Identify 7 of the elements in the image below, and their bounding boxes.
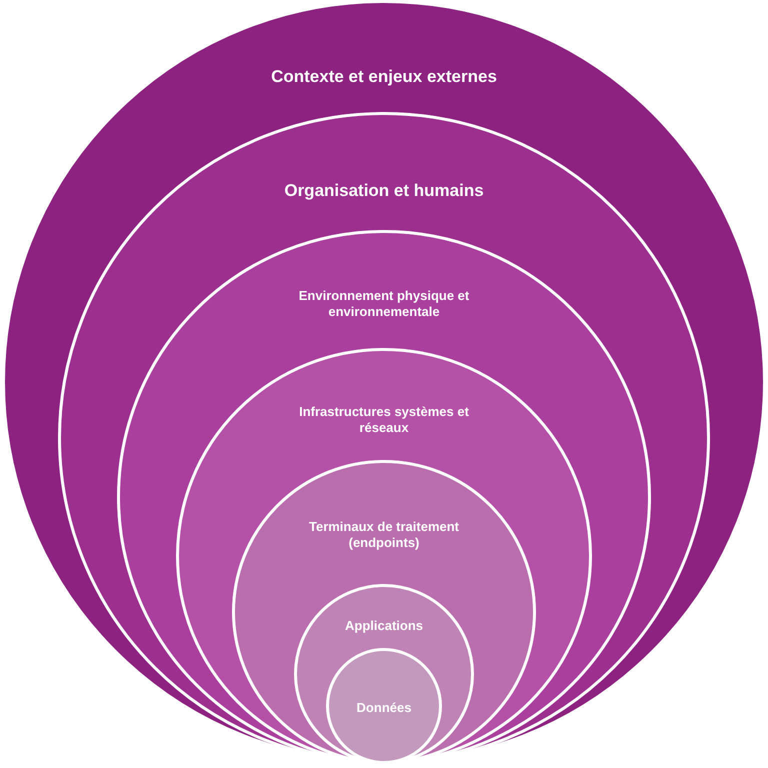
layer-label: Applications: [344, 618, 424, 634]
layer-label: Environnement physique et environnementale: [298, 288, 470, 320]
layer-label: Données: [356, 700, 412, 716]
layer-label: Terminaux de traitement (endpoints): [308, 519, 460, 552]
layer-label: Contexte et enjeux externes: [270, 66, 498, 88]
layer-label: Organisation et humains: [283, 180, 485, 202]
layer-label: Infrastructures systèmes et réseaux: [298, 404, 470, 436]
